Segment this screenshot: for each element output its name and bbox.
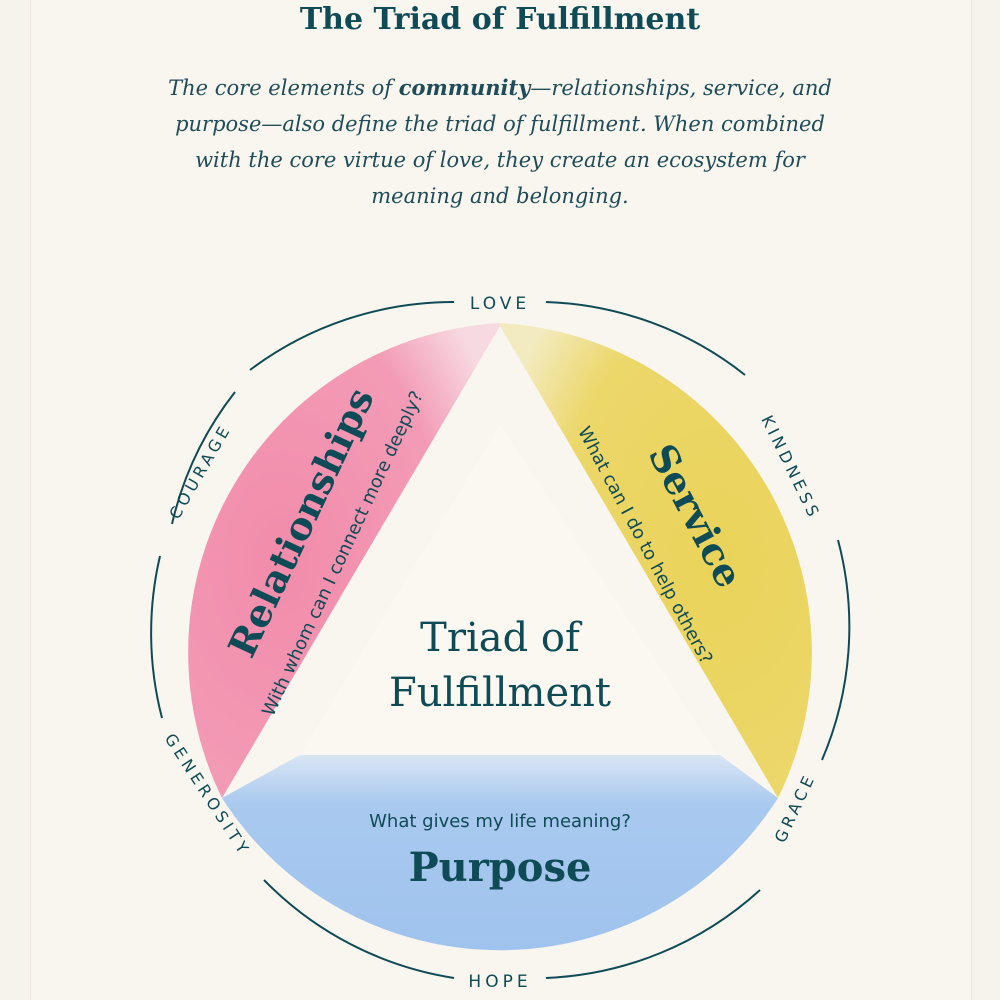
service-segment: [500, 323, 812, 798]
center-title-line1: Triad of: [420, 615, 583, 661]
center-title-line2: Fulfillment: [389, 670, 611, 716]
purpose-segment: [222, 755, 778, 951]
intro-text-bold: community: [398, 75, 531, 100]
outer-ring: [150, 300, 851, 979]
purpose-question: What gives my life meaning?: [369, 811, 631, 832]
virtue-love: LOVE: [470, 294, 530, 314]
purpose-label: Purpose: [409, 844, 592, 891]
relationships-segment: [188, 323, 500, 798]
intro-text-start: The core elements of: [168, 76, 399, 100]
page-title: The Triad of Fulfillment: [299, 2, 701, 37]
center-triangle: [300, 425, 718, 755]
intro-text: The core elements of community—relations…: [150, 70, 850, 214]
virtue-hope: HOPE: [468, 972, 531, 992]
intro-text-end: —relationships, service, and purpose—als…: [175, 76, 832, 208]
